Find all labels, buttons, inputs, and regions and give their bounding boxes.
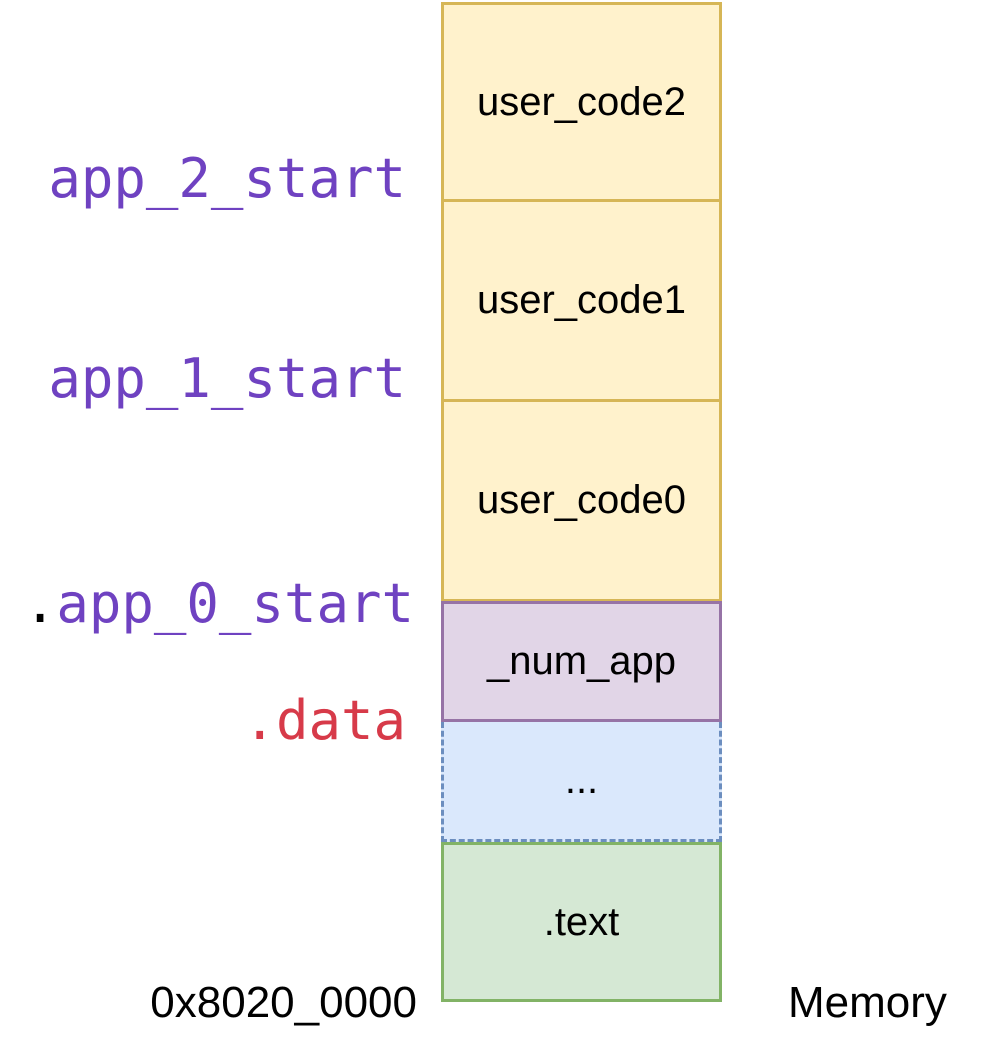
memory-block-label: user_code1 [476, 278, 687, 322]
memory-block-label: user_code0 [476, 478, 687, 522]
memory-block-label: ... [564, 758, 599, 802]
data-section-label: .data [243, 689, 406, 752]
memory-block-label: user_code2 [476, 79, 687, 124]
memory-block-num-app: _num_app [441, 601, 722, 722]
app-1-start-label: app_1_start [48, 347, 406, 410]
memory-block-user-code0: user_code0 [441, 402, 722, 602]
memory-block-text: .text [441, 842, 722, 1002]
memory-block-label: _num_app [486, 639, 677, 683]
app-0-start-text: app_0_start [56, 572, 414, 635]
memory-block-ellipsis: ... [441, 722, 722, 842]
app-0-start-label: .app_0_start [24, 577, 414, 631]
base-address-label: 0x8020_0000 [150, 978, 417, 1027]
app-2-start-label: app_2_start [48, 147, 406, 210]
memory-block-user-code1: user_code1 [441, 202, 722, 402]
app-0-start-dot: . [23, 572, 57, 635]
memory-block-user-code2: user_code2 [441, 2, 722, 202]
memory-block-label: .text [543, 899, 620, 944]
memory-title: Memory [788, 978, 947, 1027]
